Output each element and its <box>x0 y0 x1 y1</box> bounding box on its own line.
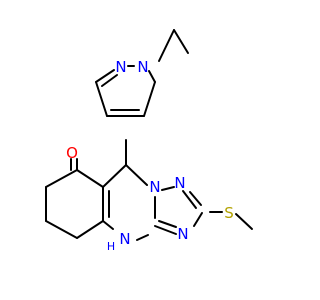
bond <box>235 213 253 230</box>
bond <box>102 220 114 230</box>
carbonyl-oxygen-label: O <box>66 144 78 162</box>
bond <box>154 225 177 235</box>
bond <box>158 29 175 62</box>
structure-canvas: N N O N N N S N H <box>45 29 253 253</box>
triazole-nitrogen-2-label: N <box>174 174 185 192</box>
triazole-nitrogen-3-label: N <box>177 225 188 243</box>
molecule-drawing: N N O N N N S N H <box>45 29 253 253</box>
bond <box>76 220 104 239</box>
bond <box>95 69 115 83</box>
pyrazole-nitrogen-1-label: N <box>137 58 148 76</box>
triazole-nitrogen-1-label: N <box>149 178 160 196</box>
amine-nitrogen-label: N <box>119 230 130 248</box>
bond <box>158 220 177 228</box>
bond <box>148 70 156 83</box>
bond <box>193 212 203 227</box>
bond <box>101 74 118 87</box>
bond <box>173 29 189 54</box>
bond <box>143 81 156 117</box>
amine-hydrogen-label: H <box>107 240 115 253</box>
bond <box>102 164 127 188</box>
sulfur-label: S <box>224 204 234 222</box>
bond <box>95 81 108 117</box>
bond <box>125 164 148 186</box>
bond <box>136 234 149 241</box>
bond <box>161 186 175 191</box>
bond <box>182 190 197 209</box>
bond <box>189 191 202 206</box>
bond <box>45 220 78 239</box>
bond <box>76 169 104 188</box>
bond <box>45 169 78 188</box>
pyrazole-nitrogen-2-label: N <box>115 58 126 76</box>
